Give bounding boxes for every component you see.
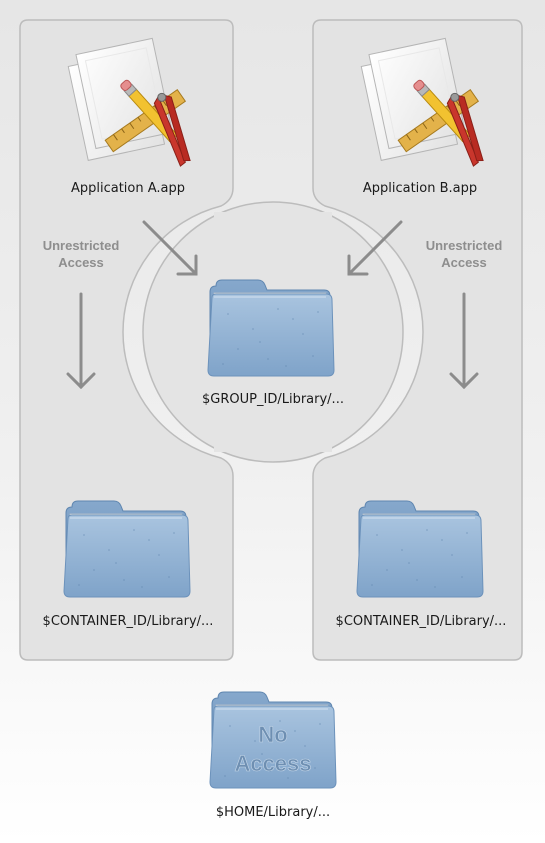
container-b-folder-icon [356, 500, 484, 598]
right-container-panel [312, 19, 523, 661]
group-folder-label: $GROUP_ID/Library/... [202, 392, 344, 407]
access-left-line2: Access [58, 255, 104, 270]
app-b-label: Application B.app [362, 181, 478, 196]
access-label-left: Unrestricted Access [21, 237, 141, 271]
arrow-app-a-to-group [142, 220, 198, 276]
left-container-panel [19, 19, 234, 661]
arrow-app-b-to-group [347, 220, 403, 276]
access-right-line1: Unrestricted [425, 238, 503, 253]
arrow-app-b-to-container [449, 292, 479, 390]
no-access-line1: No [258, 722, 287, 747]
no-access-line2: Access [234, 751, 311, 776]
access-right-line2: Access [441, 255, 487, 270]
group-folder-icon [207, 279, 335, 377]
container-a-folder-label: $CONTAINER_ID/Library/... [42, 614, 214, 629]
access-label-right: Unrestricted Access [404, 237, 524, 271]
arrow-app-a-to-container [66, 292, 96, 390]
container-b-folder-label: $CONTAINER_ID/Library/... [335, 614, 507, 629]
app-a-label: Application A.app [70, 181, 186, 196]
access-left-line1: Unrestricted [42, 238, 120, 253]
container-a-folder-icon [63, 500, 191, 598]
home-folder-label: $HOME/Library/... [215, 805, 331, 820]
